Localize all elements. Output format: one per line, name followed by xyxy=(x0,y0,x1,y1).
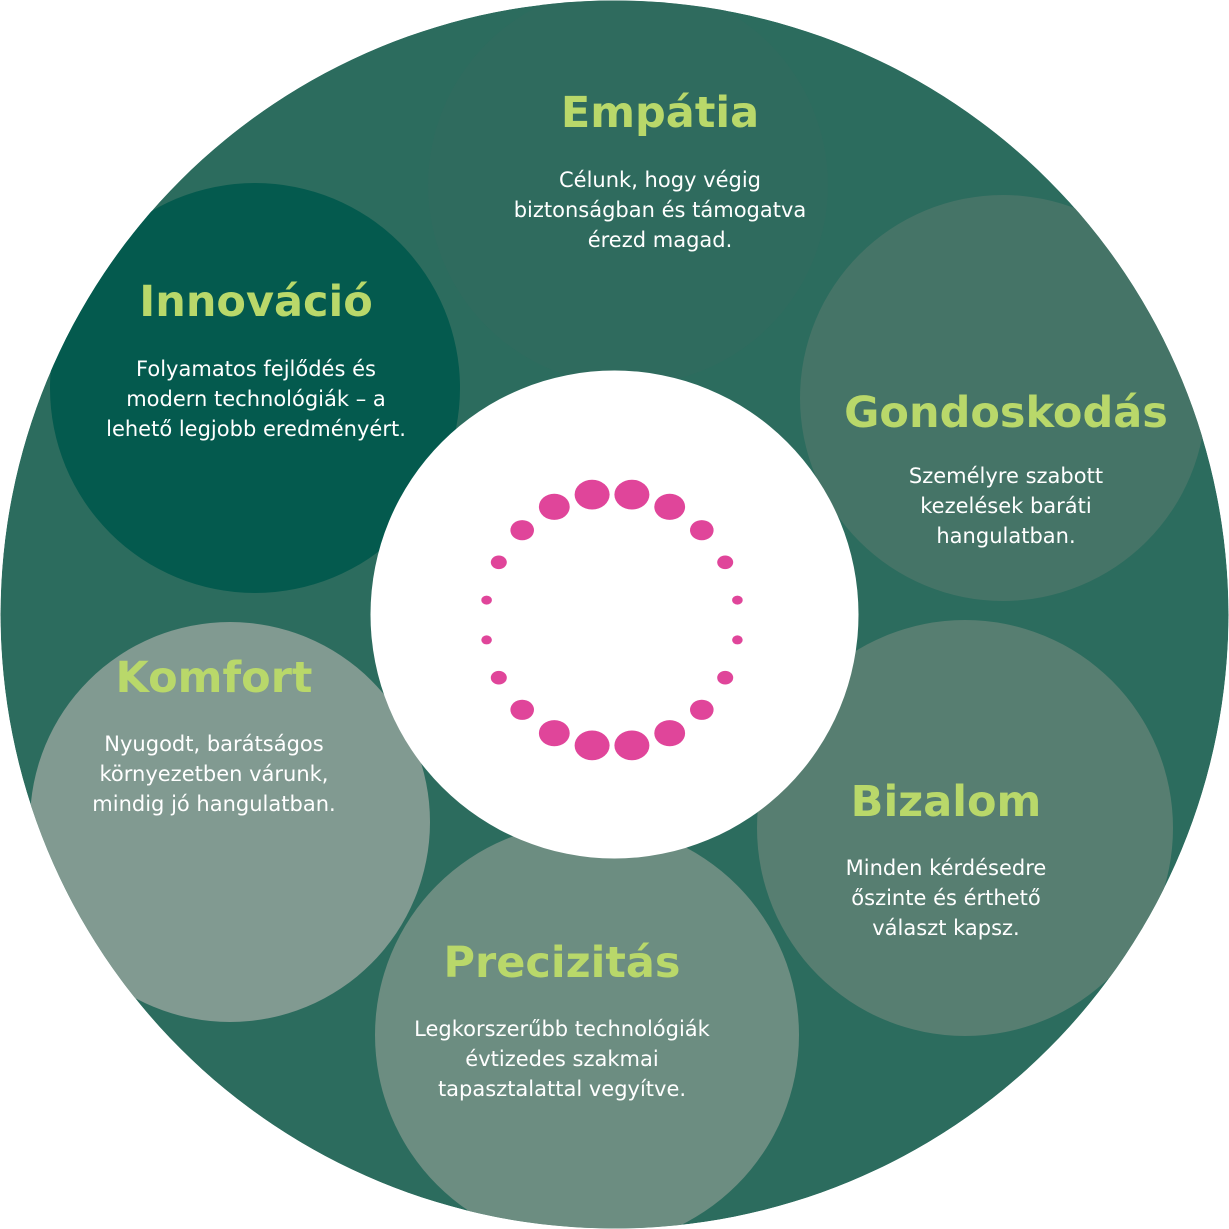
segment-gondoskodas: Gondoskodás Személyre szabott kezelések … xyxy=(844,388,1168,548)
segment-title-gondoskodas: Gondoskodás xyxy=(844,388,1168,438)
segment-desc-line: mindig jó hangulatban. xyxy=(92,792,335,816)
segment-desc-line: kezelések baráti xyxy=(920,494,1092,518)
center-dot xyxy=(538,720,570,747)
center-dot xyxy=(654,720,686,747)
segment-desc-line: Folyamatos fejlődés és xyxy=(136,357,376,381)
center-dot xyxy=(690,699,714,720)
center-dot xyxy=(732,595,743,605)
center-dot xyxy=(732,635,743,645)
segment-innovacio: Innováció Folyamatos fejlődés és modern … xyxy=(106,277,406,441)
segment-empatia: Empátia Célunk, hogy végig biztonságban … xyxy=(514,88,807,252)
segment-shape-bizalom xyxy=(757,620,1173,1036)
center-dot xyxy=(574,730,610,761)
center-dot xyxy=(490,670,507,685)
center-dot-ring xyxy=(481,479,743,761)
segment-shape-innovacio xyxy=(50,183,460,593)
center-dot xyxy=(490,555,507,570)
center-dot xyxy=(717,555,734,570)
segment-desc-line: választ kapsz. xyxy=(872,916,1020,940)
segment-desc-line: Legkorszerűbb technológiák xyxy=(414,1017,711,1041)
segment-title-innovacio: Innováció xyxy=(139,277,373,327)
segment-shape-empatia xyxy=(428,0,828,385)
segment-desc-line: Célunk, hogy végig xyxy=(559,168,761,192)
segment-komfort: Komfort Nyugodt, barátságos környezetben… xyxy=(92,653,335,816)
segment-desc-line: modern technológiák – a xyxy=(126,387,386,411)
segment-desc-line: évtizedes szakmai xyxy=(465,1047,658,1071)
segment-bizalom: Bizalom Minden kérdésedre őszinte és ért… xyxy=(846,777,1047,940)
center-dot xyxy=(481,595,492,605)
center-circle xyxy=(370,370,859,859)
segment-desc-line: hangulatban. xyxy=(936,524,1075,548)
segment-desc-line: őszinte és érthető xyxy=(851,886,1040,910)
segment-shape-komfort xyxy=(30,622,430,1022)
segment-precizitas: Precizitás Legkorszerűbb technológiák év… xyxy=(414,938,711,1101)
segment-desc-line: biztonságban és támogatva xyxy=(514,198,807,222)
segment-title-bizalom: Bizalom xyxy=(851,777,1042,827)
segment-shape-precizitas xyxy=(375,823,799,1229)
center-dot xyxy=(690,520,714,541)
segment-desc-line: Személyre szabott xyxy=(909,464,1103,488)
segment-desc-line: környezetben várunk, xyxy=(100,762,329,786)
center-dot xyxy=(614,730,650,761)
segment-desc-line: tapasztalattal vegyítve. xyxy=(438,1077,686,1101)
center-dot xyxy=(510,699,534,720)
segment-title-komfort: Komfort xyxy=(116,653,313,703)
center-dot xyxy=(538,493,570,520)
center-dot xyxy=(654,493,686,520)
center-dot xyxy=(510,520,534,541)
segment-shape-gondoskodas xyxy=(800,195,1206,601)
center-dot xyxy=(481,635,492,645)
segment-title-empatia: Empátia xyxy=(561,88,759,138)
center-dot xyxy=(717,670,734,685)
segment-desc-line: Nyugodt, barátságos xyxy=(104,732,323,756)
center-dot xyxy=(614,479,650,510)
segment-desc-line: lehető legjobb eredményért. xyxy=(106,417,406,441)
center-dot xyxy=(574,479,610,510)
segment-desc-line: érezd magad. xyxy=(588,228,733,252)
segment-desc-line: Minden kérdésedre xyxy=(846,856,1047,880)
segment-title-precizitas: Precizitás xyxy=(443,938,680,988)
